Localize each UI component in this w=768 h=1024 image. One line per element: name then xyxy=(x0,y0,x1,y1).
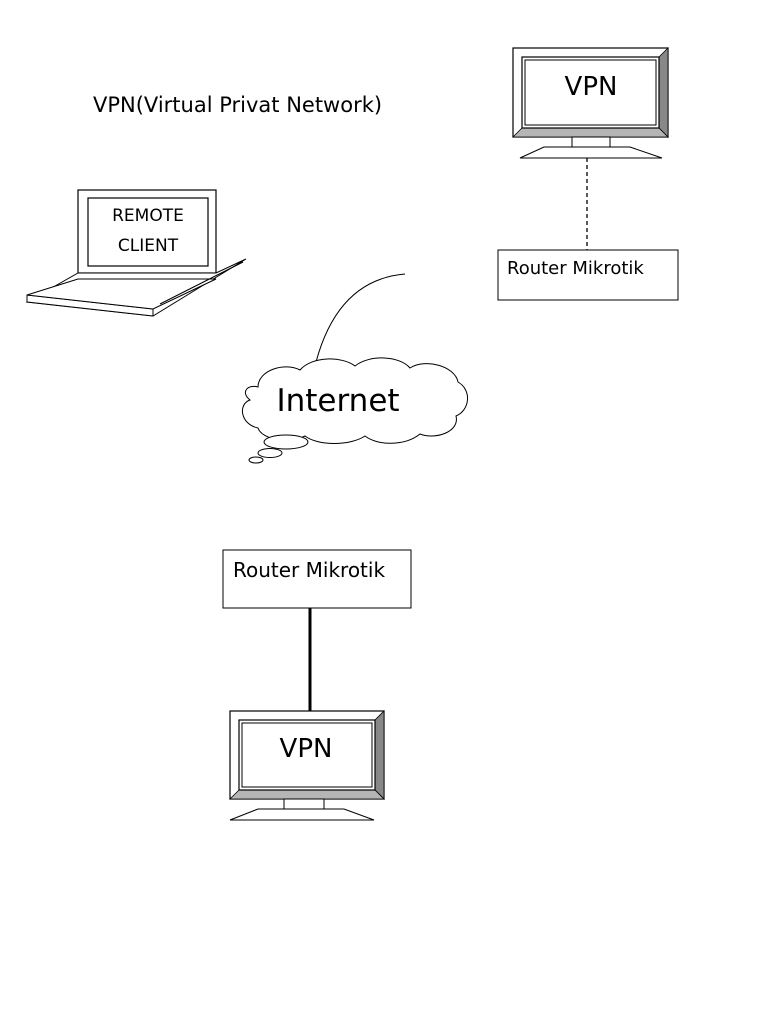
vpn-server-bottom-label: VPN xyxy=(280,734,333,764)
vpn-server-top-label: VPN xyxy=(565,72,618,102)
router-top-box: Router Mikrotik xyxy=(497,249,679,301)
internet-connection-curve xyxy=(313,273,406,371)
remote-client-laptop: REMOTE CLIENT xyxy=(25,189,247,317)
remote-client-label-line2: CLIENT xyxy=(118,236,179,256)
internet-label: Internet xyxy=(276,383,399,419)
vpn-server-top-monitor: VPN xyxy=(512,47,669,159)
internet-cloud: Internet xyxy=(242,357,468,464)
remote-client-label-line1: REMOTE xyxy=(112,206,184,226)
router-bottom-box: Router Mikrotik xyxy=(222,549,412,609)
router-top-label: Router Mikrotik xyxy=(507,258,644,279)
router-bottom-label: Router Mikrotik xyxy=(233,558,385,582)
vpn-server-bottom-monitor: VPN xyxy=(229,710,385,821)
diagram-title: VPN(Virtual Privat Network) xyxy=(93,93,382,117)
